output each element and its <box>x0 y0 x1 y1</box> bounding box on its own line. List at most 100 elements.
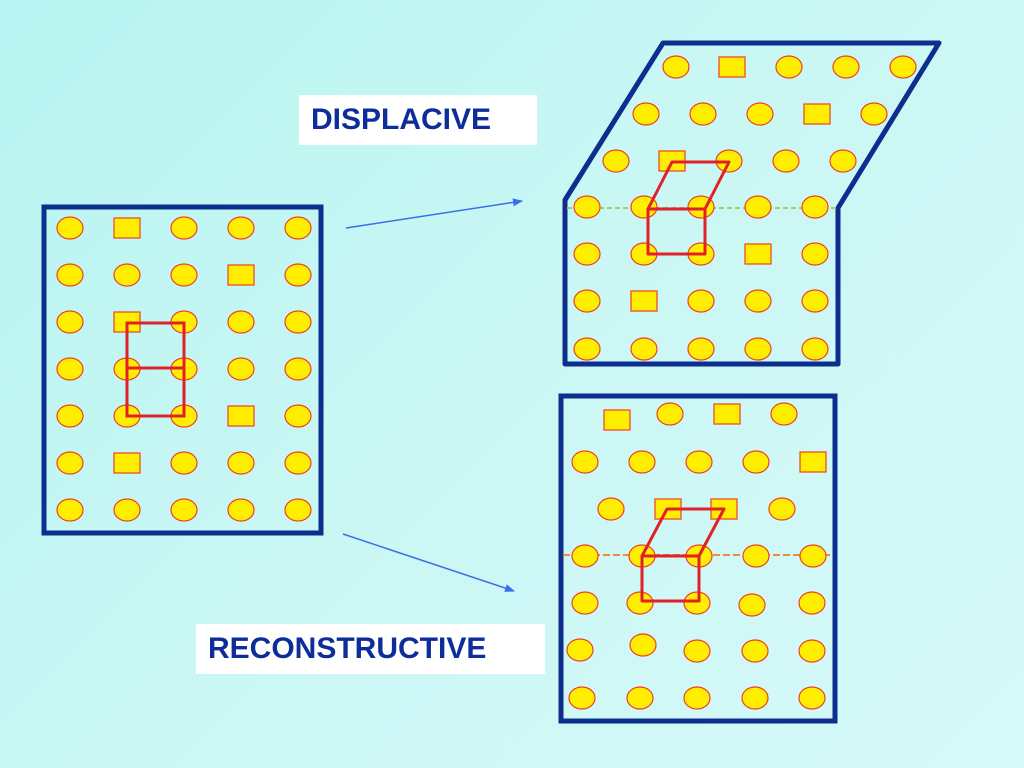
arrow-to-displacive <box>345 198 523 229</box>
reconstructive-lattice-atoms <box>566 402 827 710</box>
circle-atom <box>56 451 84 475</box>
circle-atom <box>568 686 596 710</box>
circle-atom <box>744 195 772 219</box>
circle-atom <box>683 639 711 663</box>
circle-atom <box>744 289 772 313</box>
square-atom <box>113 217 141 239</box>
circle-atom <box>56 216 84 240</box>
square-atom <box>799 451 827 473</box>
circle-atom <box>628 450 656 474</box>
circle-atom <box>829 149 857 173</box>
circle-atom <box>683 591 711 615</box>
square-atom <box>113 452 141 474</box>
displacive-lattice-frame <box>562 40 942 367</box>
circle-atom <box>632 102 660 126</box>
circle-atom <box>687 337 715 361</box>
circle-atom <box>284 263 312 287</box>
displacive-label: DISPLACIVE <box>299 95 537 145</box>
circle-atom <box>798 591 826 615</box>
circle-atom <box>742 450 770 474</box>
circle-atom <box>571 450 599 474</box>
circle-atom <box>170 263 198 287</box>
circle-atom <box>56 310 84 334</box>
displacive-lattice-panel <box>562 40 942 367</box>
circle-atom <box>573 337 601 361</box>
circle-atom <box>768 497 796 521</box>
reconstructive-unit-cell <box>640 507 726 603</box>
arrow-to-reconstructive <box>342 533 515 592</box>
square-atom <box>803 103 831 125</box>
circle-atom <box>689 102 717 126</box>
circle-atom <box>860 102 888 126</box>
circle-atom <box>170 498 198 522</box>
circle-atom <box>742 544 770 568</box>
circle-atom <box>571 544 599 568</box>
circle-atom <box>683 686 711 710</box>
circle-atom <box>170 451 198 475</box>
circle-atom <box>798 639 826 663</box>
original-lattice-panel <box>41 204 324 536</box>
circle-atom <box>687 289 715 313</box>
circle-atom <box>56 498 84 522</box>
circle-atom <box>284 404 312 428</box>
circle-atom <box>801 337 829 361</box>
circle-atom <box>573 195 601 219</box>
square-atom <box>713 403 741 425</box>
circle-atom <box>889 55 917 79</box>
circle-atom <box>56 404 84 428</box>
circle-atom <box>630 337 658 361</box>
square-atom <box>227 264 255 286</box>
circle-atom <box>566 638 594 662</box>
square-atom <box>718 56 746 78</box>
circle-atom <box>227 357 255 381</box>
square-atom <box>630 290 658 312</box>
circle-atom <box>656 402 684 426</box>
original-unit-cell <box>125 321 186 418</box>
circle-atom <box>56 357 84 381</box>
circle-atom <box>801 195 829 219</box>
circle-atom <box>284 216 312 240</box>
circle-atom <box>573 289 601 313</box>
circle-atom <box>738 593 766 617</box>
circle-atom <box>227 310 255 334</box>
circle-atom <box>775 55 803 79</box>
circle-atom <box>571 591 599 615</box>
circle-atom <box>801 289 829 313</box>
circle-atom <box>227 498 255 522</box>
circle-atom <box>113 263 141 287</box>
original-lattice-frame <box>41 204 324 536</box>
circle-atom <box>284 357 312 381</box>
circle-atom <box>602 149 630 173</box>
circle-atom <box>227 216 255 240</box>
square-atom <box>227 405 255 427</box>
square-atom <box>603 409 631 431</box>
circle-atom <box>741 686 769 710</box>
circle-atom <box>741 639 769 663</box>
circle-atom <box>662 55 690 79</box>
circle-atom <box>573 242 601 266</box>
original-lattice-atoms <box>56 216 312 522</box>
square-atom <box>744 243 772 265</box>
reconstructive-lattice-panel <box>558 393 838 724</box>
circle-atom <box>832 55 860 79</box>
circle-atom <box>284 451 312 475</box>
circle-atom <box>772 149 800 173</box>
circle-atom <box>597 497 625 521</box>
circle-atom <box>56 263 84 287</box>
circle-atom <box>744 337 772 361</box>
displacive-unit-cell <box>646 160 731 256</box>
circle-atom <box>799 544 827 568</box>
circle-atom <box>626 591 654 615</box>
circle-atom <box>629 633 657 657</box>
circle-atom <box>170 216 198 240</box>
circle-atom <box>685 450 713 474</box>
circle-atom <box>284 498 312 522</box>
circle-atom <box>801 242 829 266</box>
circle-atom <box>798 686 826 710</box>
circle-atom <box>770 402 798 426</box>
circle-atom <box>284 310 312 334</box>
circle-atom <box>227 451 255 475</box>
reconstructive-lattice-frame <box>558 393 838 724</box>
circle-atom <box>626 686 654 710</box>
